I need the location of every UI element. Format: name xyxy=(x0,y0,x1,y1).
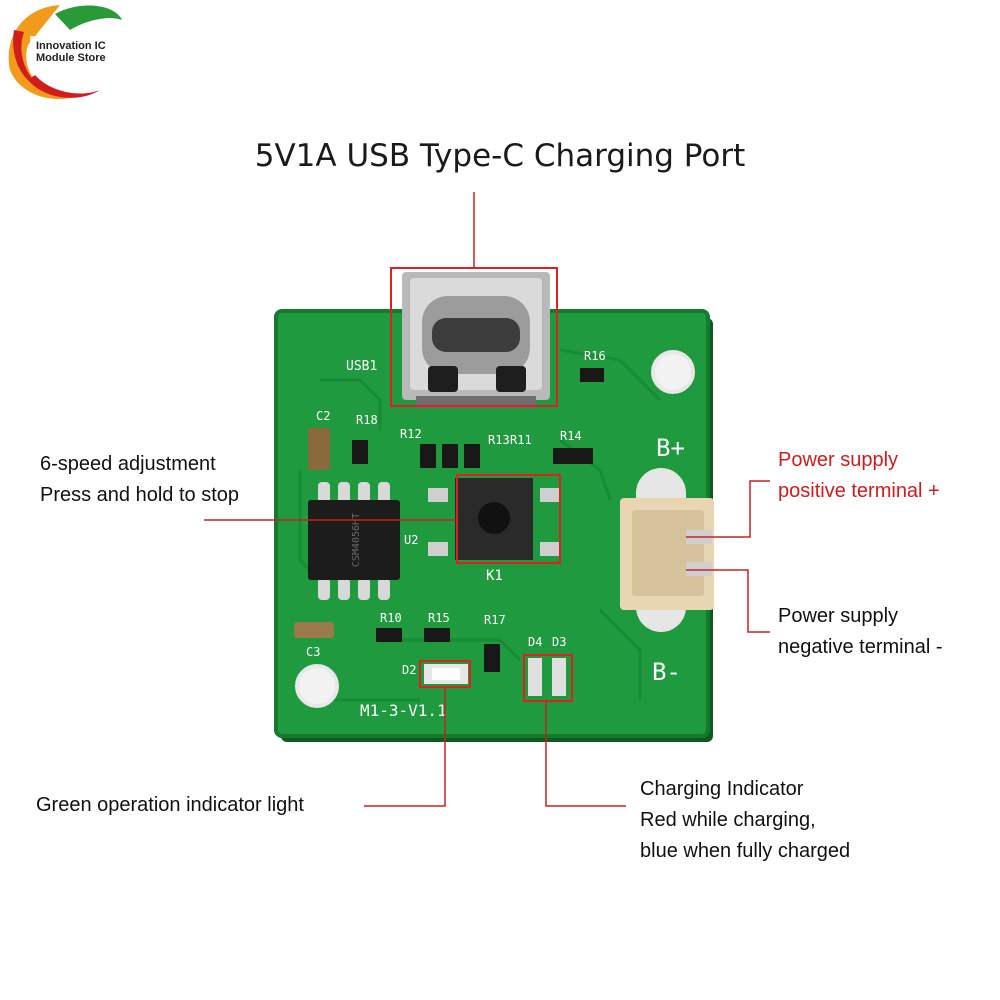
mounting-hole-bottom-left xyxy=(295,664,339,708)
svg-text:R15: R15 xyxy=(428,611,450,625)
positive-callout-line-1: Power supply xyxy=(778,449,899,471)
charging-callout-line-2: Red while charging, xyxy=(640,809,816,831)
svg-text:R16: R16 xyxy=(584,349,606,363)
led-d3 xyxy=(552,658,566,696)
callout-leader-lines xyxy=(204,192,770,807)
svg-text:D4: D4 xyxy=(528,635,542,649)
svg-text:R14: R14 xyxy=(560,429,582,443)
svg-text:B+: B+ xyxy=(656,434,685,462)
tactile-switch-k1 xyxy=(428,478,560,560)
button-callout-line-2: Press and hold to stop xyxy=(40,484,240,506)
negative-callout-line-1: Power supply xyxy=(778,605,899,627)
usb-c-connector xyxy=(402,272,550,408)
mounting-hole-top-right xyxy=(651,350,695,394)
svg-text:USB1: USB1 xyxy=(346,359,377,374)
usb-port-title: 5V1A USB Type-C Charging Port xyxy=(254,138,746,174)
logo-text: Innovation IC Module Store xyxy=(36,40,106,64)
svg-text:K1: K1 xyxy=(486,568,503,584)
store-logo xyxy=(8,5,125,100)
svg-text:R13: R13 xyxy=(488,433,510,447)
positive-terminal-callout: Power supply positive terminal + xyxy=(778,445,940,507)
svg-text:CSM4056HT: CSM4056HT xyxy=(351,513,362,567)
battery-connector xyxy=(620,468,714,632)
positive-callout-line-2: positive terminal + xyxy=(778,480,940,502)
smd-parts xyxy=(294,368,604,672)
button-callout: 6-speed adjustment Press and hold to sto… xyxy=(40,449,239,511)
svg-text:R17: R17 xyxy=(484,613,506,627)
logo-line-1: Innovation IC xyxy=(36,40,106,52)
charging-callout-line-1: Charging Indicator xyxy=(640,778,804,800)
svg-text:B-: B- xyxy=(652,658,681,686)
negative-callout-line-2: negative terminal - xyxy=(778,636,943,658)
svg-text:C2: C2 xyxy=(316,409,330,423)
led-d4 xyxy=(528,658,542,696)
logo-line-2: Module Store xyxy=(36,52,106,64)
svg-text:R18: R18 xyxy=(356,413,378,427)
svg-text:R12: R12 xyxy=(400,427,422,441)
button-callout-line-1: 6-speed adjustment xyxy=(40,453,216,475)
svg-text:M1-3-V1.1: M1-3-V1.1 xyxy=(360,701,447,720)
charging-callout-line-3: blue when fully charged xyxy=(640,840,851,862)
svg-text:U2: U2 xyxy=(404,533,418,547)
switch-highlight-box xyxy=(456,474,561,564)
svg-text:C3: C3 xyxy=(306,645,320,659)
svg-text:D3: D3 xyxy=(552,635,566,649)
svg-text:D2: D2 xyxy=(402,663,416,677)
svg-text:R11: R11 xyxy=(510,433,532,447)
negative-terminal-callout: Power supply negative terminal - xyxy=(778,601,943,663)
green-led-callout: Green operation indicator light xyxy=(36,794,304,816)
svg-text:R10: R10 xyxy=(380,611,402,625)
charging-indicator-callout: Charging Indicator Red while charging, b… xyxy=(640,774,850,867)
